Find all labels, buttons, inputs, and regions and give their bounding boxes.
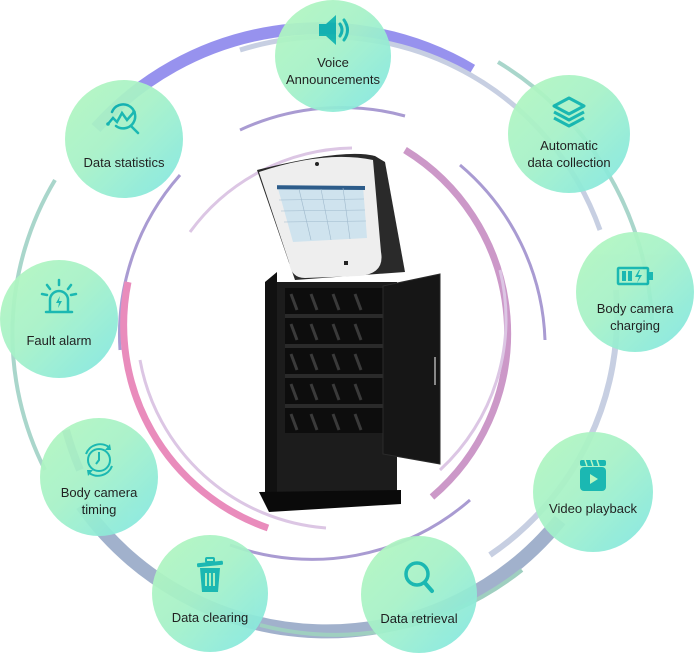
ring-arc-lower-slate — [76, 500, 566, 639]
ring-arc-mid-purple-left — [118, 174, 182, 351]
feature-data-statistics: Data statistics — [65, 80, 183, 198]
feature-label: Data retrieval — [380, 611, 458, 626]
battery-charging-icon — [616, 266, 653, 286]
feature-data-clearing: Data clearing — [152, 535, 268, 652]
kiosk-camera — [315, 162, 319, 166]
camera-slots — [289, 293, 363, 431]
trash-icon — [196, 557, 224, 592]
video-clapper-icon — [580, 459, 606, 491]
cabinet-shelves — [285, 314, 383, 408]
cabinet-base — [259, 490, 401, 512]
feature-label: Data clearing — [171, 610, 249, 625]
feature-fault-alarm: Fault alarm — [0, 260, 118, 378]
feature-label: Fault alarm — [26, 333, 92, 348]
cabinet-side — [265, 272, 277, 502]
layers-icon — [552, 96, 586, 128]
charging-cabinet-image — [257, 153, 441, 512]
feature-label: Data statistics — [83, 155, 165, 170]
feature-video-playback: Video playback — [533, 432, 653, 552]
feature-data-retrieval: Data retrieval — [361, 536, 477, 653]
search-icon — [404, 561, 434, 593]
ring-arc-inner-pink-left — [120, 281, 270, 532]
ring-arc-mid-purple-right — [459, 163, 547, 341]
speaker-icon — [319, 15, 349, 45]
clock-sync-icon — [85, 443, 113, 477]
kiosk-screen-grid — [278, 187, 367, 241]
feature-label: Video playback — [549, 501, 637, 516]
ring-arc-inner-lilac-bottom — [138, 359, 327, 530]
alarm-light-icon — [40, 278, 78, 314]
chart-magnifier-icon — [106, 103, 140, 135]
ring-arc-inner-lilac-right — [438, 269, 508, 472]
door-handle — [434, 357, 436, 385]
ring-arc-mid-purple-bottom — [229, 498, 471, 561]
kiosk-scanner — [344, 261, 348, 265]
cabinet-door — [382, 273, 441, 465]
